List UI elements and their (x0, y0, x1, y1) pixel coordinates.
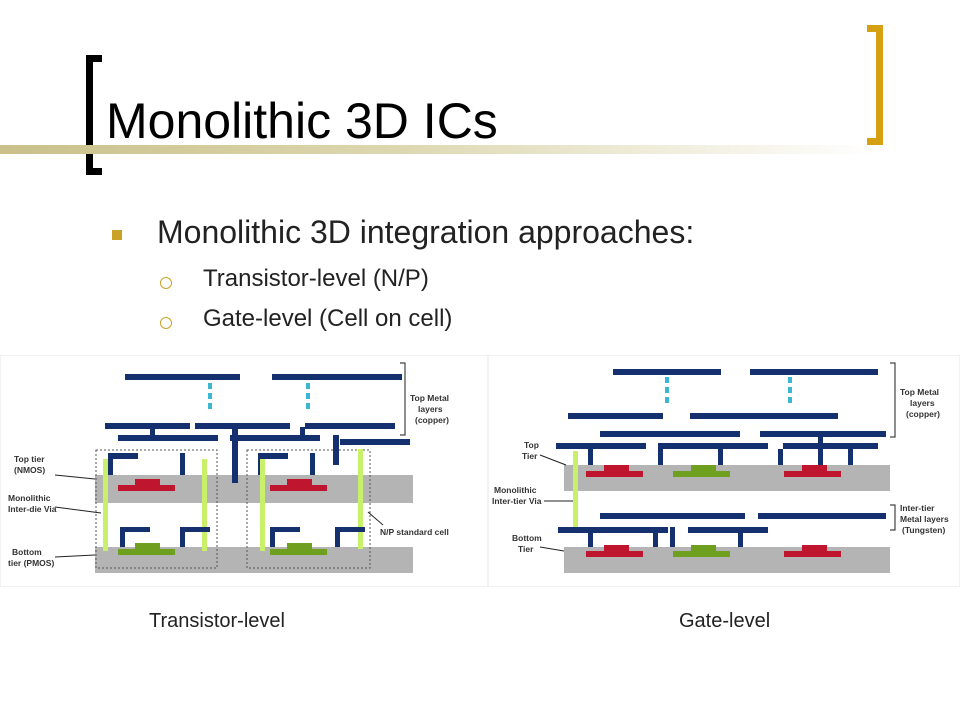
label-via: Monolithic (494, 485, 537, 495)
label-via: Inter-tier Via (492, 496, 542, 506)
caption-transistor-level: Transistor-level (149, 610, 285, 632)
pmos-gates (118, 543, 327, 555)
subbullet-text-transistor: Transistor-level (N/P) (203, 265, 429, 292)
label-via: Inter-die Via (8, 504, 57, 514)
label-bottom-tier: Bottom (512, 533, 542, 543)
title-underline (0, 145, 880, 154)
gate-level-diagram: Top Metal layers (copper) Top Tier Monol… (488, 355, 960, 587)
subbullet-text-gate: Gate-level (Cell on cell) (203, 305, 453, 332)
label-top-metal: Top Metal (410, 393, 449, 403)
label-arrows (54, 474, 384, 558)
metal-via-stack (665, 377, 792, 403)
title-bracket-left (86, 55, 102, 175)
top-metal-layers (105, 374, 410, 483)
standard-cell-outline (95, 449, 218, 569)
nmos-gates (118, 479, 327, 491)
top-metal-layers (556, 369, 886, 465)
ring-bullet-icon (160, 277, 172, 289)
label-bottom-tier: Bottom (12, 547, 42, 557)
title-bracket-right (867, 25, 883, 145)
bottom-tier-gates (586, 545, 841, 557)
bottom-metal (120, 527, 365, 547)
monolithic-inter-die-via (103, 449, 363, 551)
standard-cell-outline (246, 449, 371, 569)
label-top-tier: Top tier (14, 454, 45, 464)
label-inter-tier-metal: Metal layers (900, 514, 949, 524)
monolithic-inter-tier-via (573, 451, 578, 529)
inter-tier-metal-layers (558, 513, 886, 547)
label-bottom-tier: Tier (518, 544, 534, 554)
top-tier-gates (586, 465, 841, 477)
label-bottom-tier: tier (PMOS) (8, 558, 54, 568)
label-arrows (539, 454, 573, 552)
label-inter-tier-metal: (Tungsten) (902, 525, 945, 535)
label-top-tier: Tier (522, 451, 538, 461)
label-bracket (890, 362, 896, 438)
label-top-tier: Top (524, 440, 539, 450)
label-top-metal: (copper) (415, 415, 449, 425)
label-top-tier: (NMOS) (14, 465, 45, 475)
label-top-metal: Top Metal (900, 387, 939, 397)
square-bullet-icon (112, 230, 122, 240)
label-via: Monolithic (8, 493, 51, 503)
label-bracket (400, 362, 406, 436)
label-inter-tier-metal: Inter-tier (900, 503, 935, 513)
ring-bullet-icon (160, 317, 172, 329)
label-top-metal: layers (910, 398, 935, 408)
caption-gate-level: Gate-level (679, 610, 771, 632)
transistor-level-diagram: Top Metal layers (copper) Top tier (NMOS… (0, 355, 488, 587)
label-standard-cell: N/P standard cell (380, 527, 449, 537)
label-top-metal: layers (418, 404, 443, 414)
label-top-metal: (copper) (906, 409, 940, 419)
metal-via-stack (208, 383, 310, 409)
slide-title: Monolithic 3D ICs (106, 93, 498, 149)
label-bracket (890, 504, 896, 531)
bullet-text: Monolithic 3D integration approaches: (157, 214, 695, 250)
